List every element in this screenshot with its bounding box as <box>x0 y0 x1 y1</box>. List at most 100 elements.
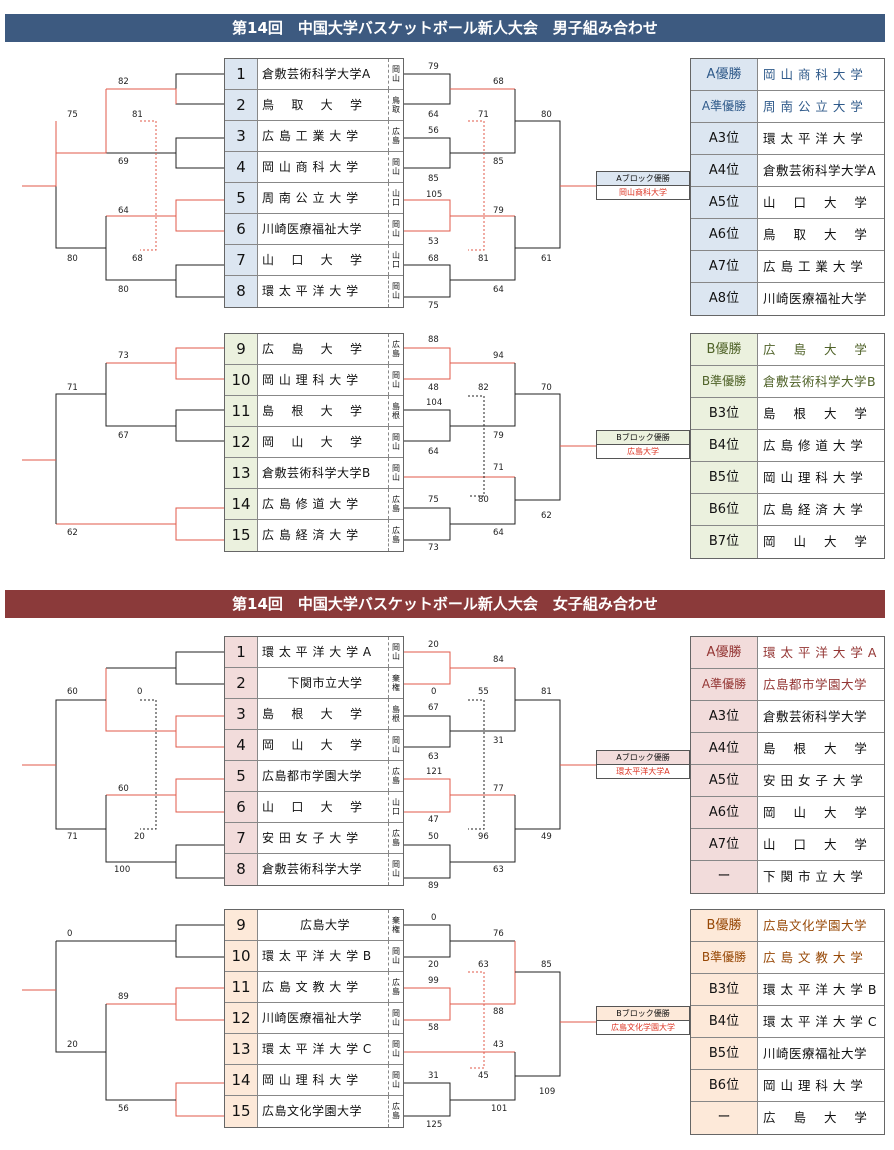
women-b-winner-box: Bブロック優勝広島文化学園大学 <box>596 1006 690 1035</box>
score-label: 62 <box>67 528 78 538</box>
score-label: 80 <box>67 254 78 264</box>
score-label: 79 <box>493 431 504 441</box>
team-name: 広 島 大 学 <box>258 334 389 364</box>
women-a-winner-box: Aブロック優勝環太平洋大学A <box>596 750 690 779</box>
score-label: 56 <box>118 1104 129 1114</box>
score-label: 81 <box>541 687 552 697</box>
score-label: 70 <box>541 383 552 393</box>
score-label: 100 <box>114 865 131 875</box>
score-label: 20 <box>428 960 439 970</box>
score-label: 68 <box>493 77 504 87</box>
rank-row: B5位岡 山 理 科 大 学 <box>691 462 884 494</box>
rank-row: B3位環 太 平 洋 大 学 B <box>691 974 884 1006</box>
rank-row: B7位岡 山 大 学 <box>691 526 884 558</box>
score-label: 81 <box>132 110 143 120</box>
score-label: 121 <box>426 767 443 777</box>
rank-row: ー下 関 市 立 大 学 <box>691 861 884 893</box>
team-name: 広 島 文 教 大 学 <box>258 972 389 1002</box>
team-number: 9 <box>225 334 258 364</box>
score-label: 85 <box>428 174 439 184</box>
team-prefecture: 岡山 <box>392 643 400 661</box>
score-label: 0 <box>431 687 437 697</box>
score-label: 75 <box>428 495 439 505</box>
score-label: 76 <box>493 929 504 939</box>
rank-row: A準優勝広島都市学園大学 <box>691 669 884 701</box>
score-label: 20 <box>67 1040 78 1050</box>
score-label: 71 <box>67 383 78 393</box>
team-name: 広島文化学園大学 <box>258 1096 389 1127</box>
rank-row: B6位広 島 経 済 大 学 <box>691 494 884 526</box>
score-label: 67 <box>118 431 129 441</box>
score-label: 80 <box>118 285 129 295</box>
score-label: 64 <box>493 528 504 538</box>
team-name: 広島都市学園大学 <box>258 761 389 791</box>
team-name: 岡 山 大 学 <box>258 427 389 457</box>
team-number: 11 <box>225 972 258 1002</box>
team-number: 10 <box>225 365 258 395</box>
score-label: 68 <box>132 254 143 264</box>
team-number: 11 <box>225 396 258 426</box>
team-prefecture: 山口 <box>392 189 400 207</box>
team-prefecture: 広島 <box>392 127 400 145</box>
men-a-winner-box: Aブロック優勝岡山商科大学 <box>596 171 690 200</box>
score-label: 73 <box>118 351 129 361</box>
score-label: 105 <box>426 190 443 200</box>
team-name: 倉敷芸術科学大学 <box>258 854 389 885</box>
rank-row: A6位鳥 取 大 学 <box>691 219 884 251</box>
score-label: 64 <box>118 206 129 216</box>
score-label: 109 <box>539 1087 556 1097</box>
men-b-winner-box: Bブロック優勝広島大学 <box>596 430 690 459</box>
team-name: 山 口 大 学 <box>258 245 389 275</box>
rank-row: A5位山 口 大 学 <box>691 187 884 219</box>
score-label: 49 <box>541 832 552 842</box>
rank-row: B3位島 根 大 学 <box>691 398 884 430</box>
team-number: 8 <box>225 854 258 885</box>
team-prefecture: 岡山 <box>392 1009 400 1027</box>
score-label: 85 <box>541 960 552 970</box>
rank-row: A5位安 田 女 子 大 学 <box>691 765 884 797</box>
team-number: 9 <box>225 910 258 940</box>
score-label: 31 <box>428 1071 439 1081</box>
team-name: 川崎医療福祉大学 <box>258 214 389 244</box>
score-label: 71 <box>478 110 489 120</box>
rank-row: B6位岡 山 理 科 大 学 <box>691 1070 884 1102</box>
score-label: 45 <box>478 1071 489 1081</box>
score-label: 71 <box>67 832 78 842</box>
team-prefecture: 岡山 <box>392 860 400 878</box>
score-label: 47 <box>428 815 439 825</box>
score-label: 88 <box>493 1007 504 1017</box>
team-number: 12 <box>225 1003 258 1033</box>
rank-row: B優勝広島文化学園大学 <box>691 910 884 942</box>
score-label: 125 <box>426 1120 443 1130</box>
team-name: 岡 山 商 科 大 学 <box>258 152 389 182</box>
team-name: 倉敷芸術科学大学B <box>258 458 389 488</box>
team-number: 15 <box>225 520 258 551</box>
score-label: 20 <box>428 640 439 650</box>
team-number: 8 <box>225 276 258 307</box>
score-label: 64 <box>428 447 439 457</box>
men-title-banner: 第14回 中国大学バスケットボール新人大会 男子組み合わせ <box>5 14 885 42</box>
team-name: 島 根 大 学 <box>258 396 389 426</box>
team-prefecture: 鳥取 <box>392 96 400 114</box>
score-label: 69 <box>118 157 129 167</box>
team-number: 12 <box>225 427 258 457</box>
team-prefecture: 島根 <box>392 402 400 420</box>
team-number: 2 <box>225 668 258 698</box>
score-label: 53 <box>428 237 439 247</box>
team-number: 7 <box>225 245 258 275</box>
score-label: 64 <box>493 285 504 295</box>
team-name: 川崎医療福祉大学 <box>258 1003 389 1033</box>
team-prefecture: 岡山 <box>392 282 400 300</box>
